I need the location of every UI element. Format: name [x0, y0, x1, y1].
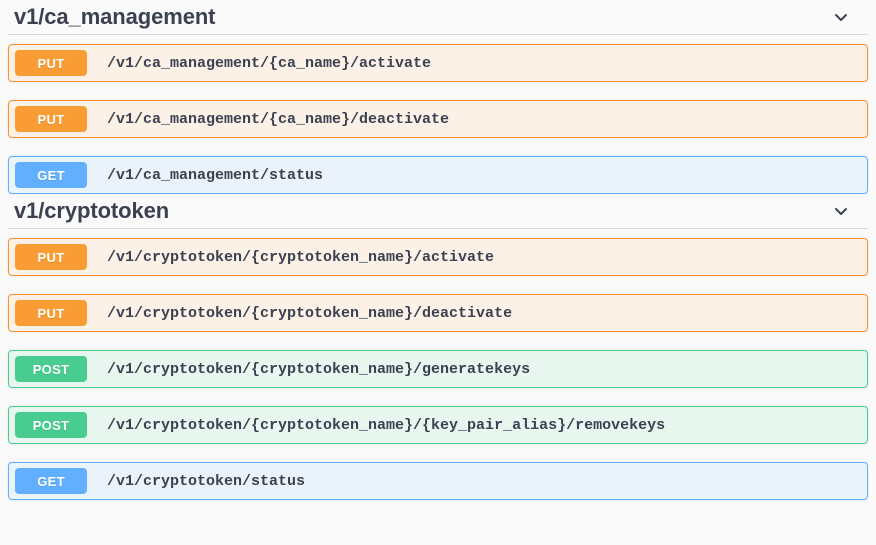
operations-list: PUT /v1/cryptotoken/{cryptotoken_name}/a…: [8, 229, 868, 500]
operation-path: /v1/ca_management/status: [107, 166, 324, 184]
http-method-badge: GET: [15, 468, 87, 494]
http-method-badge: POST: [15, 356, 87, 382]
section-divider: [8, 228, 868, 229]
api-tag-section-1: v1/cryptotoken PUT /v1/cryptotoken/{cryp…: [0, 194, 876, 500]
http-method-badge: PUT: [15, 244, 87, 270]
api-tag-title: v1/cryptotoken: [14, 198, 170, 223]
http-method-badge: GET: [15, 162, 87, 188]
operations-list: PUT /v1/ca_management/{ca_name}/activate…: [8, 35, 868, 194]
operation-row-post-1-3[interactable]: POST /v1/cryptotoken/{cryptotoken_name}/…: [8, 406, 868, 444]
operation-path: /v1/cryptotoken/{cryptotoken_name}/gener…: [107, 360, 531, 378]
operation-path: /v1/cryptotoken/status: [107, 472, 306, 490]
chevron-down-icon[interactable]: [828, 4, 854, 30]
section-divider: [8, 34, 868, 35]
operation-path: /v1/cryptotoken/{cryptotoken_name}/activ…: [107, 248, 495, 266]
http-method-badge: PUT: [15, 50, 87, 76]
operation-row-put-0-0[interactable]: PUT /v1/ca_management/{ca_name}/activate: [8, 44, 868, 82]
operation-row-put-1-0[interactable]: PUT /v1/cryptotoken/{cryptotoken_name}/a…: [8, 238, 868, 276]
operation-path: /v1/ca_management/{ca_name}/deactivate: [107, 110, 450, 128]
api-tag-section-0: v1/ca_management PUT /v1/ca_management/{…: [0, 0, 876, 194]
api-tag-header[interactable]: v1/cryptotoken: [8, 194, 868, 228]
operation-path: /v1/cryptotoken/{cryptotoken_name}/{key_…: [107, 416, 666, 434]
chevron-down-icon[interactable]: [828, 198, 854, 224]
operation-row-get-1-4[interactable]: GET /v1/cryptotoken/status: [8, 462, 868, 500]
operation-row-put-0-1[interactable]: PUT /v1/ca_management/{ca_name}/deactiva…: [8, 100, 868, 138]
http-method-badge: PUT: [15, 106, 87, 132]
operation-path: /v1/ca_management/{ca_name}/activate: [107, 54, 432, 72]
http-method-badge: PUT: [15, 300, 87, 326]
http-method-badge: POST: [15, 412, 87, 438]
operation-path: /v1/cryptotoken/{cryptotoken_name}/deact…: [107, 304, 513, 322]
api-docs-root: v1/ca_management PUT /v1/ca_management/{…: [0, 0, 876, 500]
operation-row-get-0-2[interactable]: GET /v1/ca_management/status: [8, 156, 868, 194]
operation-row-post-1-2[interactable]: POST /v1/cryptotoken/{cryptotoken_name}/…: [8, 350, 868, 388]
api-tag-header[interactable]: v1/ca_management: [8, 0, 868, 34]
api-tag-title: v1/ca_management: [14, 4, 216, 29]
operation-row-put-1-1[interactable]: PUT /v1/cryptotoken/{cryptotoken_name}/d…: [8, 294, 868, 332]
